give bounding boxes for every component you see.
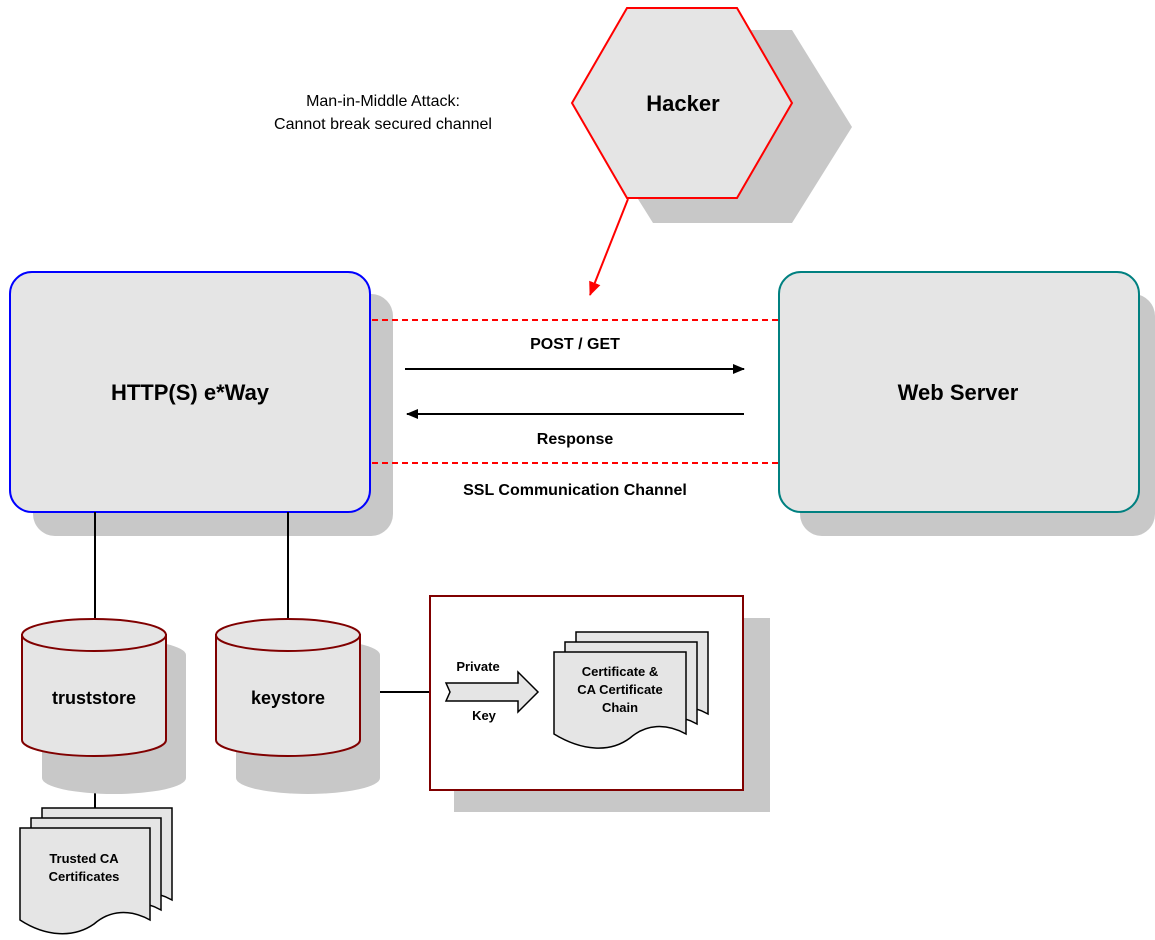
- attack-note: Man-in-Middle Attack: Cannot break secur…: [274, 93, 492, 133]
- attack-note-line1: Man-in-Middle Attack:: [306, 93, 460, 110]
- eway-label: HTTP(S) e*Way: [111, 380, 270, 405]
- web-server-node: Web Server: [778, 271, 1155, 536]
- keystore-node: keystore: [215, 618, 380, 794]
- attack-note-line2: Cannot break secured channel: [274, 116, 492, 133]
- truststore-node: truststore: [21, 618, 186, 794]
- eway-node: HTTP(S) e*Way: [9, 271, 393, 536]
- certificate-document-stack-icon: [553, 631, 709, 749]
- response-label: Response: [537, 431, 614, 448]
- trusted-ca-document-stack-icon: [19, 807, 173, 935]
- ssl-channel: POST / GET Response SSL Communication Ch…: [372, 319, 778, 499]
- hacker-label: Hacker: [646, 91, 720, 116]
- web-server-label: Web Server: [898, 380, 1019, 405]
- keystore-body: [215, 634, 361, 757]
- attack-arrow: [589, 198, 629, 296]
- private-key-line2: Key: [472, 708, 497, 723]
- cert-chain-line1: Certificate &: [582, 664, 659, 679]
- web-server-box: [778, 271, 1140, 513]
- keystore-contents-box: Private Key Certificate & CA Certificate…: [429, 595, 770, 812]
- keystore-top: [215, 618, 361, 652]
- keystore-label: keystore: [251, 688, 325, 708]
- hacker-hexagon: [570, 7, 794, 199]
- cert-chain-line2: CA Certificate: [577, 682, 662, 697]
- request-label: POST / GET: [530, 336, 620, 353]
- truststore-top: [21, 618, 167, 652]
- trusted-ca-line1: Trusted CA: [49, 851, 119, 866]
- cert-chain-line3: Chain: [602, 700, 638, 715]
- eway-box: [9, 271, 371, 513]
- truststore-label: truststore: [52, 688, 136, 708]
- channel-caption: SSL Communication Channel: [463, 482, 687, 499]
- trusted-ca-certificates: Trusted CA Certificates: [19, 807, 173, 935]
- trusted-ca-line2: Certificates: [49, 869, 120, 884]
- private-key-arrow-icon: [444, 670, 540, 714]
- hacker-node: Hacker: [570, 7, 852, 223]
- private-key-line1: Private: [456, 659, 499, 674]
- truststore-body: [21, 634, 167, 757]
